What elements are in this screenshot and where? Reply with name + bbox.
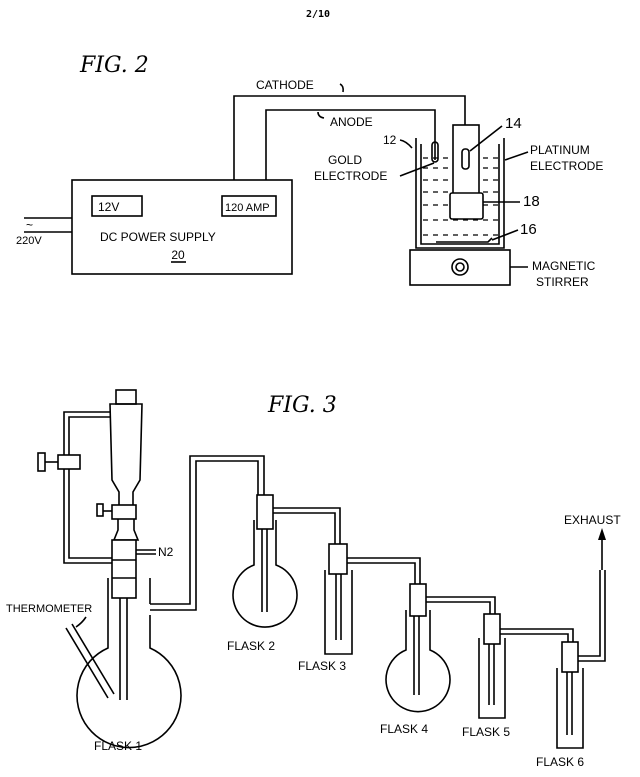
dropping-funnel (109, 403, 143, 507)
exhaust-arrow-icon (598, 528, 606, 540)
tube-3-4-outer (347, 557, 421, 585)
funnel-stopcock (111, 504, 137, 520)
tube-2-3-inner (273, 512, 336, 545)
side-arm-stopcock-handle (37, 452, 46, 472)
cathode-label: CATHODE (256, 78, 314, 92)
cathode-leader (339, 83, 344, 93)
exhaust-tube-inner (578, 570, 606, 662)
tube-3-4-inner (347, 562, 416, 585)
side-arm-outer (63, 411, 112, 564)
side-arm-stopcock (57, 454, 81, 470)
ref-18: 18 (523, 193, 540, 210)
funnel-stopcock-handle (96, 503, 104, 517)
thermometer-leader (75, 616, 87, 628)
tube-1-2-outer (150, 455, 265, 605)
tube-5-6-inner (500, 633, 569, 643)
flask-3 (324, 570, 353, 655)
ref-16-leader (491, 229, 519, 241)
flask-2-adapter (256, 494, 274, 530)
tube-1-2-inner (150, 460, 259, 611)
magnetic-stirrer-label-1: MAGNETIC (532, 259, 596, 273)
stirrer-knob-inner (455, 262, 465, 272)
tube-5-6-outer (500, 628, 574, 643)
membrane-18 (449, 192, 484, 220)
ac-symbol: ~ (26, 218, 33, 232)
flask-4-label: FLASK 4 (380, 722, 428, 736)
magnetic-stirrer (409, 249, 511, 286)
n2-label: N2 (158, 545, 174, 559)
flask-6-label: FLASK 6 (536, 755, 584, 769)
gold-electrode-label-2: ELECTRODE (314, 169, 387, 183)
dc-power-supply-box (71, 179, 293, 275)
beaker-inner (420, 144, 500, 245)
beaker (415, 138, 505, 249)
flask-6 (556, 668, 584, 749)
funnel-neck (112, 519, 140, 541)
flask-6-adapter (561, 641, 579, 673)
tube-2-3-outer (273, 507, 341, 545)
power-supply-name: DC POWER SUPPLY (100, 230, 216, 244)
current-display-value: 120 AMP (225, 202, 270, 214)
tube-4-5-outer (426, 596, 496, 616)
anode-wire (265, 109, 436, 180)
voltage-display (91, 195, 143, 217)
ref-12: 12 (383, 133, 397, 147)
flask-2-label: FLASK 2 (227, 639, 275, 653)
thermometer (65, 623, 115, 699)
voltage-display-value: 12V (98, 200, 119, 214)
fig3-title: FIG. 3 (267, 393, 337, 418)
power-supply-ref: 20 (171, 248, 185, 262)
gold-leader (399, 162, 435, 177)
stir-bar-16 (436, 237, 493, 243)
flask-5-adapter (483, 613, 501, 645)
platinum-leader (504, 151, 529, 161)
flask-1-label: FLASK 1 (94, 739, 142, 753)
page-number: 2/10 (306, 9, 330, 20)
adapter (111, 539, 137, 599)
exhaust-label: EXHAUST (564, 513, 621, 527)
flask-4 (385, 610, 451, 713)
ref-14-leader (469, 125, 503, 152)
flask-5-label: FLASK 5 (462, 725, 510, 739)
anode-label: ANODE (330, 115, 373, 129)
anode-leader (317, 111, 325, 119)
flask-4-adapter (409, 583, 427, 617)
side-arm-inner (68, 416, 112, 559)
stirrer-knob (451, 258, 469, 276)
flask-1 (76, 578, 182, 749)
n2-inlet (136, 549, 156, 555)
figure-2: FIG. 2 CATHODE ANODE 12V 120 AMP DC POWE… (16, 53, 603, 289)
current-display (221, 195, 277, 217)
flask-3-adapter (328, 543, 348, 575)
magnetic-stirrer-label-2: STIRRER (536, 275, 589, 289)
figure-3: FIG. 3 N2 THERMOMETER FLASK 1 (6, 389, 621, 769)
ac-input-label: 220V (16, 235, 42, 247)
flask-3-label: FLASK 3 (298, 659, 346, 673)
cathode-wire (233, 95, 466, 180)
exhaust-tube-outer (578, 570, 601, 657)
gold-electrode-label-1: GOLD (328, 153, 362, 167)
thermometer-label: THERMOMETER (6, 603, 92, 615)
flask-2 (232, 520, 298, 628)
platinum-electrode (461, 148, 470, 170)
cathode-compartment (452, 124, 480, 196)
funnel-stopper (115, 389, 137, 405)
tube-4-5-inner (426, 601, 491, 616)
ref-16: 16 (520, 221, 537, 238)
ref-12-leader (399, 139, 413, 149)
fig2-title: FIG. 2 (79, 53, 149, 78)
flask-5 (478, 638, 506, 719)
gold-electrode (431, 141, 439, 163)
platinum-label-2: ELECTRODE (530, 159, 603, 173)
platinum-label-1: PLATINUM (530, 143, 590, 157)
ref-14: 14 (505, 115, 522, 132)
